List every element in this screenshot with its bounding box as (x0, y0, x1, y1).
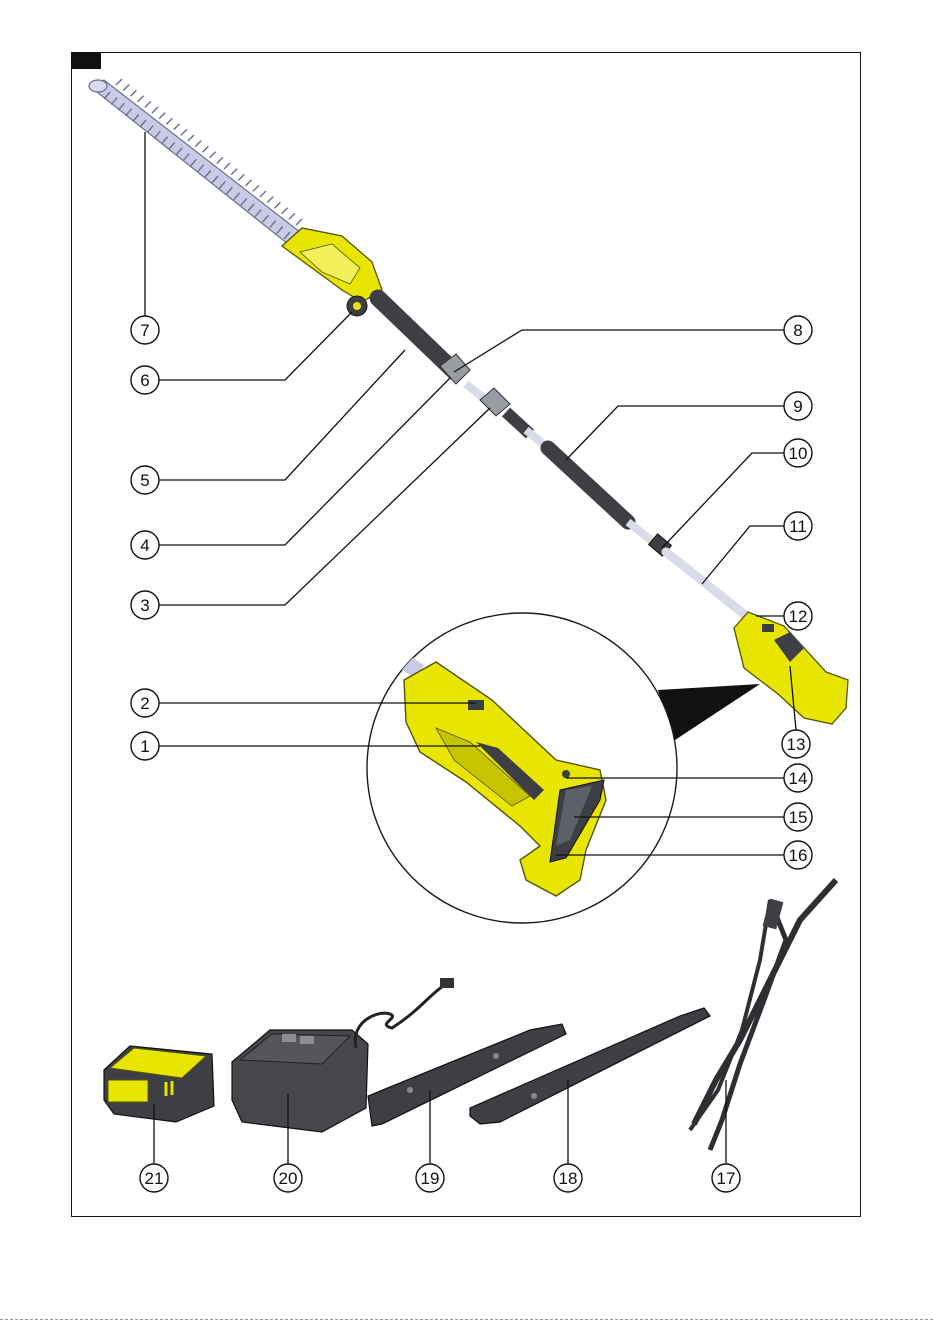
callout-11: 11 (784, 512, 812, 540)
callout-label: 19 (421, 1169, 440, 1188)
callout-21: 21 (140, 1164, 168, 1192)
callout-label: 7 (140, 321, 149, 340)
callout-label: 18 (559, 1169, 578, 1188)
zoom-detail-handle (367, 613, 677, 923)
callout-2: 2 (131, 689, 159, 717)
callout-label: 15 (789, 808, 808, 827)
callout-label: 1 (140, 737, 149, 756)
callout-label: 17 (717, 1169, 736, 1188)
callout-label: 5 (140, 471, 149, 490)
callout-label: 4 (140, 536, 149, 555)
callout-18: 18 (554, 1164, 582, 1192)
telescopic-shaft (378, 298, 744, 614)
callout-9: 9 (784, 392, 812, 420)
motor-head (282, 228, 382, 316)
callout-label: 8 (793, 321, 802, 340)
callout-5: 5 (131, 466, 159, 494)
callout-label: 9 (793, 397, 802, 416)
callout-17: 17 (712, 1164, 740, 1192)
callout-16: 16 (784, 841, 812, 869)
charger (232, 978, 454, 1132)
callout-label: 10 (789, 444, 808, 463)
battery-pack (104, 1046, 214, 1122)
callout-10: 10 (784, 439, 812, 467)
callout-6: 6 (131, 366, 159, 394)
blade-cover-18 (470, 1008, 710, 1124)
callout-label: 11 (789, 517, 807, 536)
callout-3: 3 (131, 591, 159, 619)
callout-label: 16 (789, 846, 808, 865)
callout-label: 20 (279, 1169, 298, 1188)
callout-label: 3 (140, 596, 149, 615)
blade-cover-19 (368, 1024, 566, 1126)
callout-14: 14 (784, 764, 812, 792)
callout-13: 13 (782, 730, 810, 758)
callout-label: 13 (787, 735, 806, 754)
callout-1: 1 (131, 732, 159, 760)
callout-4: 4 (131, 531, 159, 559)
callout-7: 7 (131, 316, 159, 344)
callout-label: 14 (789, 769, 808, 788)
callout-15: 15 (784, 803, 812, 831)
callout-label: 2 (140, 694, 149, 713)
callout-label: 21 (145, 1169, 164, 1188)
callout-20: 20 (274, 1164, 302, 1192)
shoulder-strap (690, 880, 836, 1150)
callout-19: 19 (416, 1164, 444, 1192)
callout-8: 8 (784, 316, 812, 344)
callout-12: 12 (784, 602, 812, 630)
cutter-blade (89, 79, 302, 244)
callout-label: 12 (789, 607, 808, 626)
callout-label: 6 (140, 371, 149, 390)
